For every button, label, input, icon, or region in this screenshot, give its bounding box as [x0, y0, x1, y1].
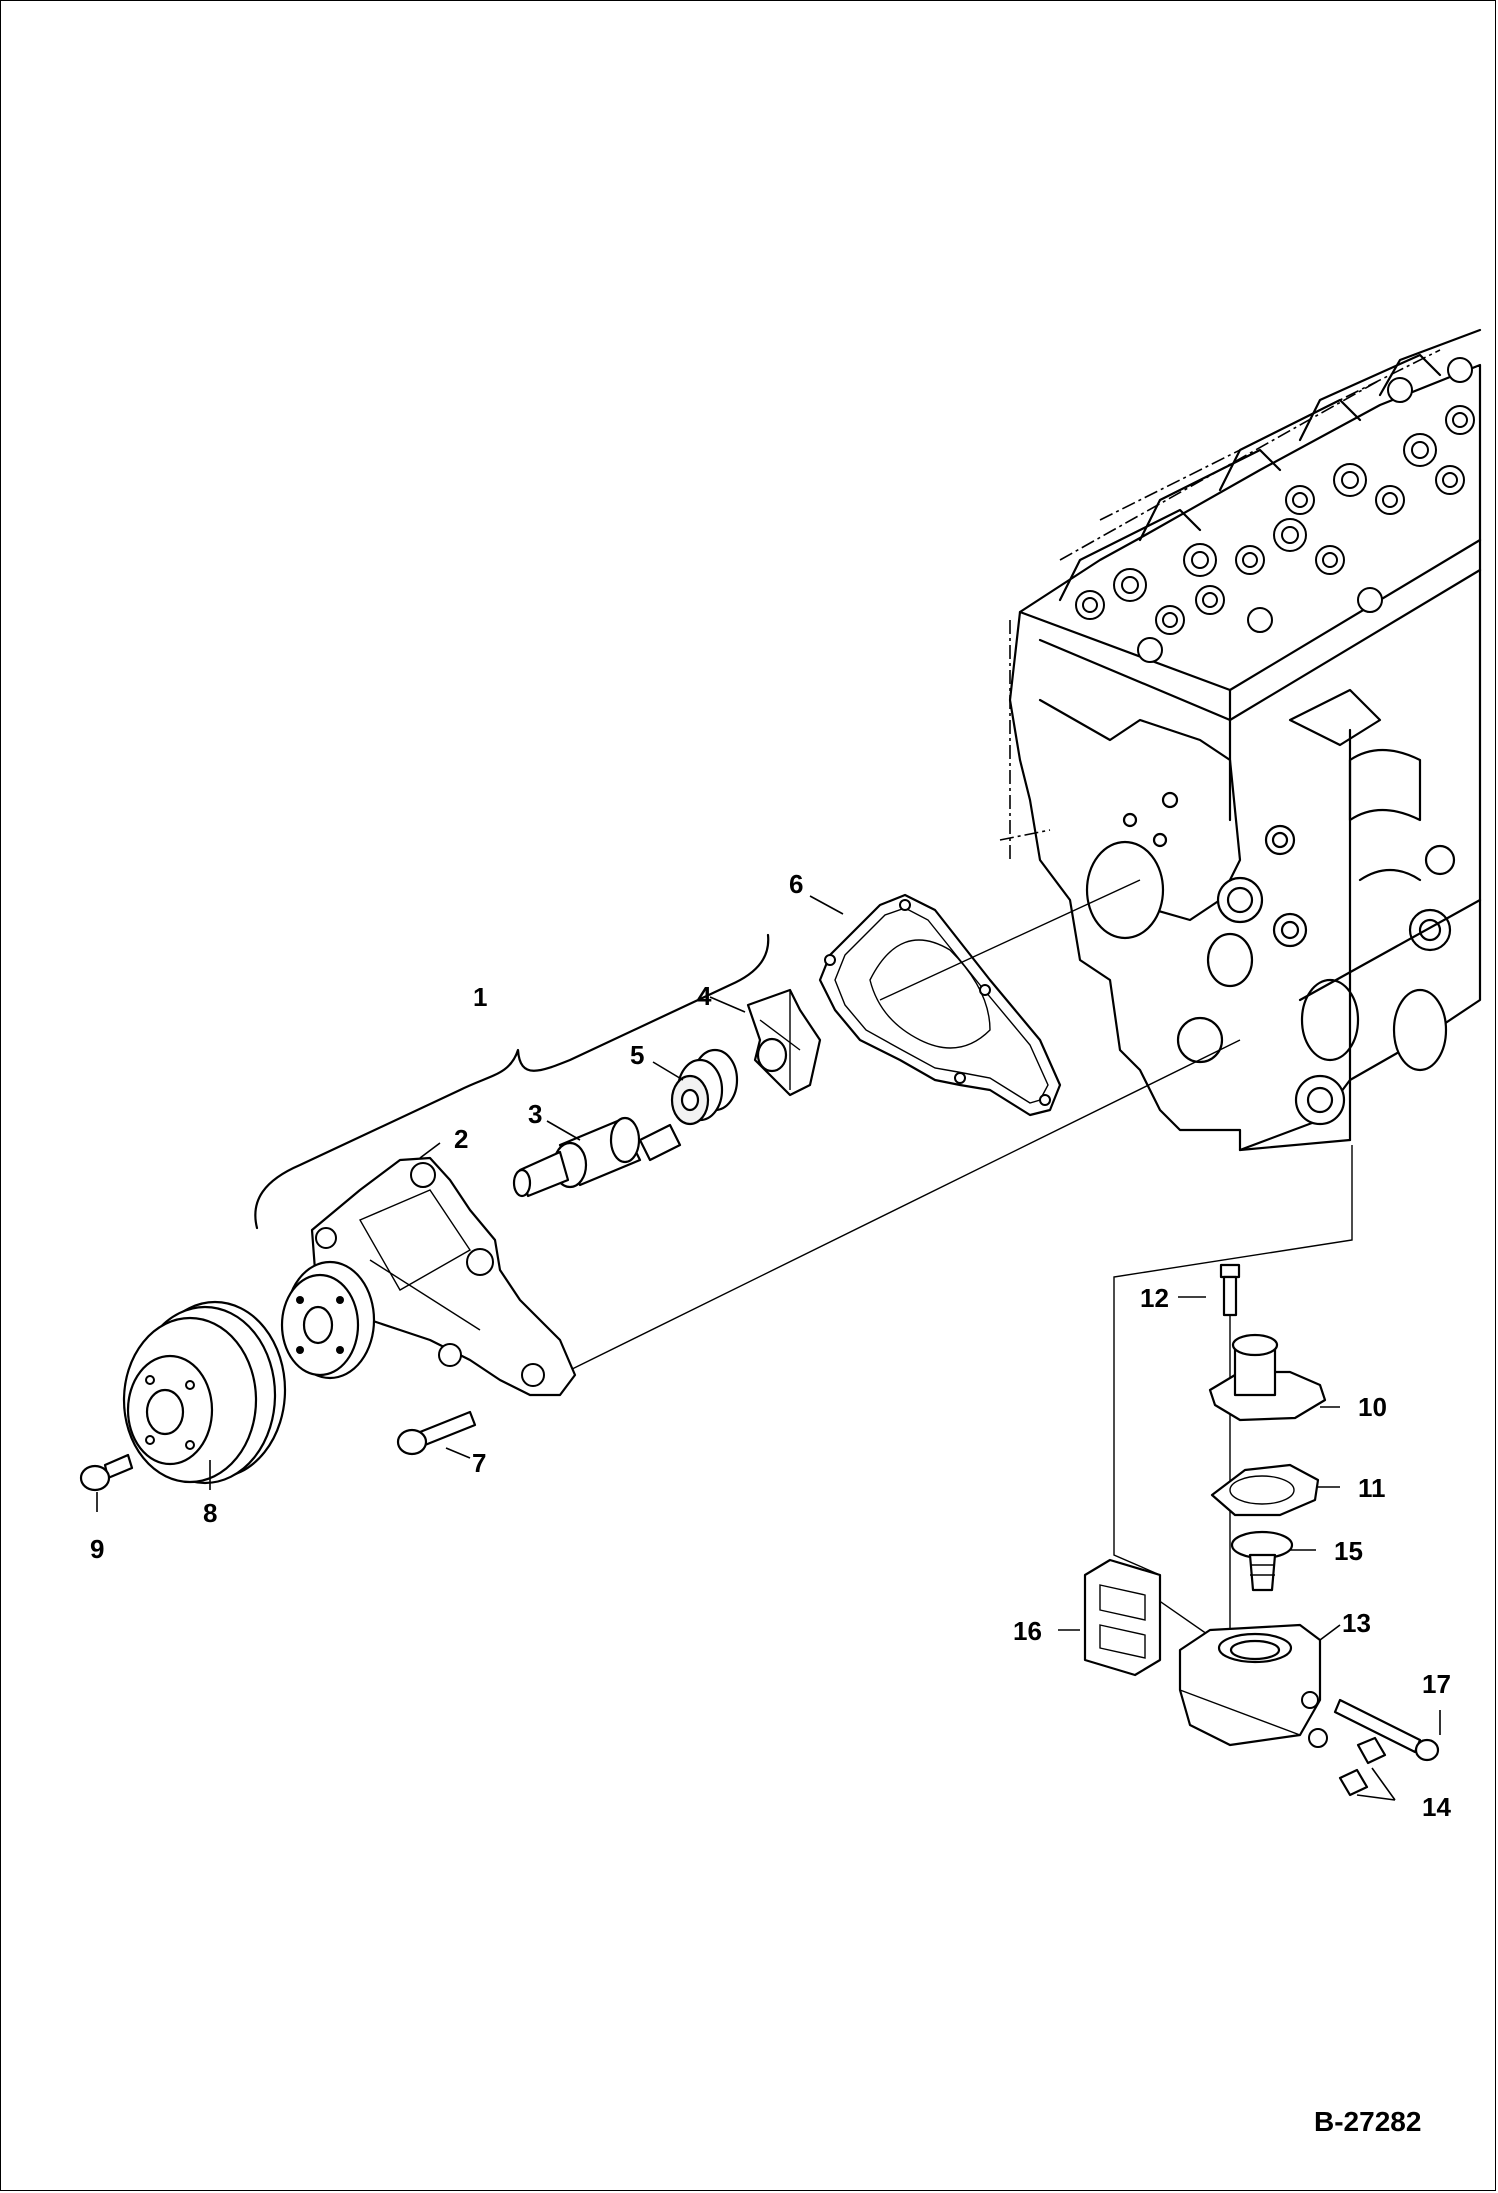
- callout-15: 15: [1334, 1536, 1363, 1566]
- callout-14: 14: [1422, 1792, 1451, 1822]
- callout-6: 6: [789, 869, 803, 899]
- water-pump-gasket: [818, 893, 1062, 1117]
- engine-block: [999, 328, 1482, 1152]
- callout-11: 11: [1358, 1473, 1386, 1503]
- housing-gasket: [1083, 1558, 1162, 1677]
- callout-13: 13: [1342, 1608, 1371, 1638]
- housing-plugs: [1338, 1736, 1387, 1797]
- callout-10: 10: [1358, 1392, 1387, 1422]
- callout-2: 2: [454, 1124, 468, 1154]
- alignment-line: [879, 879, 1141, 1001]
- callout-12: 12: [1140, 1283, 1169, 1313]
- pump-mounting-bolt: [396, 1410, 477, 1456]
- callout-labels: 1 2 3 4 5 6 7 8 9 10 11 12 13 14 15 16 1…: [90, 869, 1451, 1822]
- alignment-line: [559, 1039, 1241, 1376]
- callout-3: 3: [528, 1099, 542, 1129]
- callout-5: 5: [630, 1040, 644, 1070]
- callout-17: 17: [1422, 1669, 1451, 1699]
- assembly-brace: [254, 933, 770, 1230]
- water-pump-body: [280, 1156, 577, 1397]
- mechanical-seal: [670, 1048, 739, 1126]
- thermostat-housing: [1178, 1623, 1328, 1748]
- leader-lines: [96, 895, 1441, 1801]
- callout-7: 7: [472, 1448, 486, 1478]
- thermostat-cover: [1208, 1333, 1327, 1422]
- thermostat-gasket: [1210, 1463, 1320, 1517]
- callout-9: 9: [90, 1534, 104, 1564]
- callout-4: 4: [697, 981, 712, 1011]
- callout-16: 16: [1013, 1616, 1042, 1646]
- callout-8: 8: [203, 1498, 217, 1528]
- callout-1: 1: [473, 982, 487, 1012]
- thermostat: [1230, 1530, 1294, 1592]
- housing-bolt: [1333, 1698, 1440, 1762]
- figure-reference: B-27282: [1314, 2106, 1421, 2137]
- pulley-bolt: [79, 1453, 134, 1492]
- thermostat-group: [1083, 1145, 1440, 1797]
- pump-shaft-bearing: [512, 1116, 682, 1198]
- thermostat-cover-bolt: [1219, 1263, 1241, 1317]
- impeller: [746, 988, 822, 1097]
- fan-pulley: [122, 1300, 287, 1485]
